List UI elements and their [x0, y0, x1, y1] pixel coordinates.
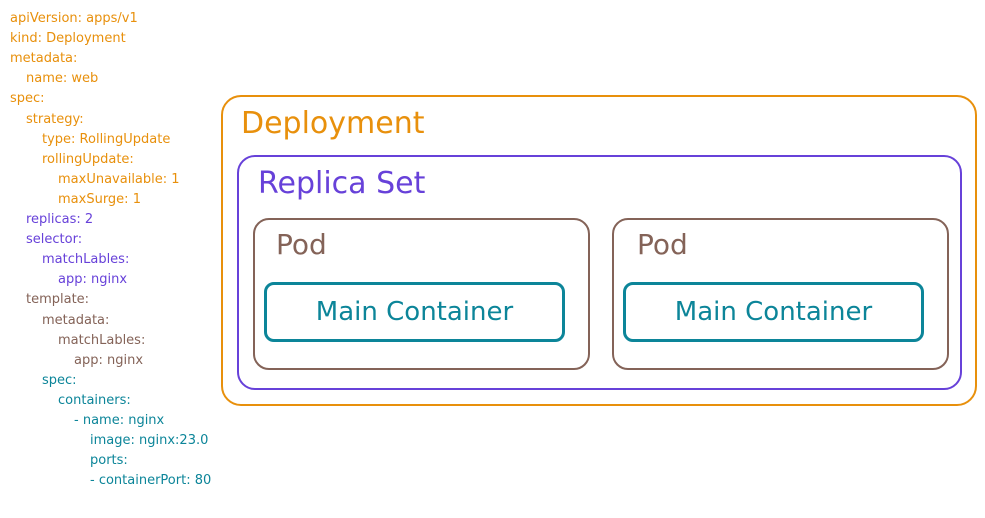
yaml-line: matchLables: — [58, 332, 146, 348]
yaml-line: strategy: — [26, 111, 84, 127]
yaml-line: selector: — [26, 232, 83, 248]
main-container-label: Main Container — [315, 297, 514, 327]
yaml-line: name: web — [26, 71, 99, 87]
yaml-line: rollingUpdate: — [42, 151, 134, 167]
main-container-box: Main Container — [264, 282, 565, 342]
deployment-box — [221, 95, 977, 406]
pod-box — [612, 218, 949, 370]
yaml-line: spec: — [42, 372, 77, 388]
yaml-line: maxUnavailable: 1 — [58, 171, 180, 187]
deployment-label: Deployment — [241, 106, 425, 141]
yaml-line: - containerPort: 80 — [90, 473, 212, 489]
yaml-line: apiVersion: apps/v1 — [10, 11, 138, 26]
main-container-label: Main Container — [674, 297, 873, 327]
yaml-line: ports: — [90, 453, 128, 469]
yaml-line: metadata: — [42, 312, 110, 328]
yaml-line: app: nginx — [74, 352, 144, 368]
yaml-line: image: nginx:23.0 — [90, 433, 209, 449]
yaml-line: containers: — [58, 392, 131, 408]
yaml-line: matchLables: — [42, 252, 130, 268]
main-container-box: Main Container — [623, 282, 924, 342]
yaml-line: app: nginx — [58, 272, 128, 288]
replicaset-box — [237, 155, 962, 390]
yaml-line: metadata: — [10, 51, 78, 67]
yaml-line: - name: nginx — [74, 413, 165, 428]
yaml-line: replicas: 2 — [26, 212, 94, 227]
replicaset-label: Replica Set — [258, 166, 426, 201]
yaml-line: maxSurge: 1 — [58, 191, 141, 207]
yaml-line: template: — [26, 292, 90, 308]
pod-box — [253, 218, 590, 370]
yaml-line: kind: Deployment — [10, 31, 126, 47]
pod-label: Pod — [637, 228, 688, 261]
yaml-line: spec: — [10, 91, 45, 107]
pod-label: Pod — [276, 228, 327, 261]
yaml-line: type: RollingUpdate — [42, 131, 171, 147]
